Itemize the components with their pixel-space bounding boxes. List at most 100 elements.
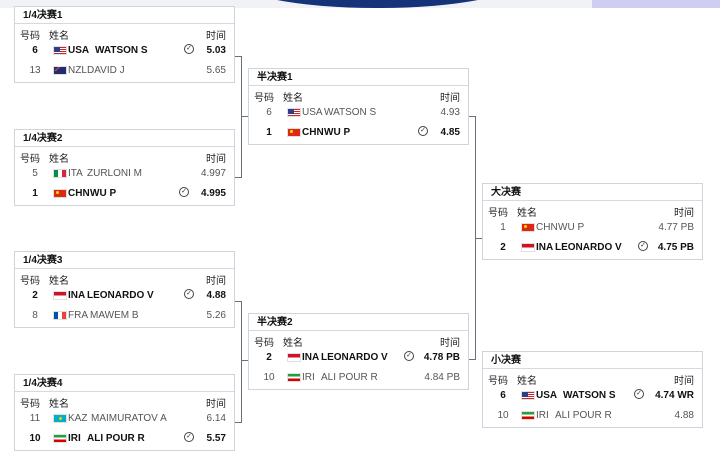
lane-number: 10	[29, 433, 41, 444]
bracket-card-sf2[interactable]: 半决赛2 号码 姓名 时间 2 INA LEONARDO V ✓ 4.78 PB…	[248, 313, 469, 390]
time-value: 4.995	[200, 188, 226, 199]
athlete-name: MAIMURATOV A	[91, 413, 167, 424]
lane-number: 2	[500, 242, 506, 253]
time-header: 时间	[206, 154, 226, 165]
time-header: 时间	[206, 276, 226, 287]
athlete-row[interactable]: 2 INA LEONARDO V ✓ 4.88	[15, 286, 234, 306]
athlete-row[interactable]: 1 CHN WU P ✓ 4.85	[249, 123, 468, 143]
lane-header: 号码	[20, 154, 40, 165]
time-value: 4.93	[440, 107, 460, 118]
lane-number: 11	[29, 413, 41, 424]
iri-flag-icon	[287, 373, 301, 382]
ita-flag-icon	[53, 169, 67, 178]
name-header: 姓名	[517, 208, 537, 219]
athlete-row[interactable]: 10 IRI ALI POUR R 4.88	[483, 406, 702, 426]
time-header: 时间	[674, 208, 694, 219]
usa-flag-icon	[521, 391, 535, 400]
lane-header: 号码	[20, 399, 40, 410]
time-value: 5.65	[206, 65, 226, 76]
usa-flag-icon	[53, 46, 67, 55]
bracket-card-qf3[interactable]: 1/4决赛3 号码 姓名 时间 2 INA LEONARDO V ✓ 4.88 …	[14, 251, 235, 328]
athlete-row[interactable]: 1 CHN WU P 4.77 PB	[483, 218, 702, 238]
nzl-flag-icon	[53, 66, 67, 75]
card-title: 半决赛2	[249, 314, 468, 331]
card-title: 1/4决赛1	[15, 7, 234, 24]
time-header: 时间	[674, 376, 694, 387]
bracket-card-qf2[interactable]: 1/4决赛2 号码 姓名 时间 5 ITA ZURLONI M 4.997 1 …	[14, 129, 235, 206]
column-header: 号码 姓名 时间	[15, 395, 234, 410]
card-title: 1/4决赛4	[15, 375, 234, 392]
country-code: CHN	[302, 127, 324, 138]
lane-header: 号码	[488, 376, 508, 387]
athlete-row[interactable]: 5 ITA ZURLONI M 4.997	[15, 164, 234, 184]
name-header: 姓名	[49, 31, 69, 42]
athlete-row[interactable]: 13 NZL DAVID J 5.65	[15, 61, 234, 81]
athlete-name: LEONARDO V	[321, 352, 388, 363]
lane-number: 6	[32, 45, 38, 56]
fra-flag-icon	[53, 311, 67, 320]
ina-flag-icon	[521, 243, 535, 252]
lane-header: 号码	[488, 208, 508, 219]
athlete-row[interactable]: 6 USA WATSON S ✓ 4.74 WR	[483, 386, 702, 406]
time-header: 时间	[206, 31, 226, 42]
athlete-name: ALI POUR R	[87, 433, 145, 444]
time-header: 时间	[440, 338, 460, 349]
athlete-row[interactable]: 8 FRA MAWEM B 5.26	[15, 306, 234, 326]
lane-number: 1	[500, 222, 506, 233]
lane-number: 2	[32, 290, 38, 301]
bracket-card-sf1[interactable]: 半决赛1 号码 姓名 时间 6 USA WATSON S 4.93 1 CHN …	[248, 68, 469, 145]
column-header: 号码 姓名 时间	[15, 272, 234, 287]
athlete-name: LEONARDO V	[87, 290, 154, 301]
athlete-name: ALI POUR R	[321, 372, 378, 383]
usa-flag-icon	[287, 108, 301, 117]
athlete-name: DAVID J	[87, 65, 125, 76]
bracket-card-qf1[interactable]: 1/4决赛1 号码 姓名 时间 6 USA WATSON S ✓ 5.03 13…	[14, 6, 235, 83]
athlete-name: WU P	[558, 222, 585, 233]
athlete-row[interactable]: 10 IRI ALI POUR R 4.84 PB	[249, 368, 468, 388]
card-title: 1/4决赛3	[15, 252, 234, 269]
athlete-name: WATSON S	[95, 45, 148, 56]
header-banner	[0, 0, 720, 8]
qualified-check-icon: ✓	[184, 44, 194, 54]
column-header: 号码 姓名 时间	[249, 334, 468, 349]
athlete-row[interactable]: 6 USA WATSON S ✓ 5.03	[15, 41, 234, 61]
lane-header: 号码	[254, 93, 274, 104]
iri-flag-icon	[521, 411, 535, 420]
country-code: USA	[536, 390, 558, 401]
qualified-check-icon: ✓	[418, 126, 428, 136]
country-code: ITA	[68, 168, 83, 179]
time-value: 4.78 PB	[423, 352, 460, 363]
iri-flag-icon	[53, 434, 67, 443]
name-header: 姓名	[283, 338, 303, 349]
lane-header: 号码	[20, 31, 40, 42]
country-code: USA	[68, 45, 90, 56]
time-value: 4.75 PB	[657, 242, 694, 253]
kaz-flag-icon	[53, 414, 67, 423]
time-header: 时间	[440, 93, 460, 104]
country-code: USA	[302, 107, 323, 118]
athlete-row[interactable]: 6 USA WATSON S 4.93	[249, 103, 468, 123]
athlete-name: ZURLONI M	[87, 168, 142, 179]
country-code: KAZ	[68, 413, 88, 424]
athlete-name: LEONARDO V	[555, 242, 622, 253]
qualified-check-icon: ✓	[634, 389, 644, 399]
athlete-name: WATSON S	[324, 107, 377, 118]
athlete-row[interactable]: 2 INA LEONARDO V ✓ 4.75 PB	[483, 238, 702, 258]
athlete-row[interactable]: 2 INA LEONARDO V ✓ 4.78 PB	[249, 348, 468, 368]
column-header: 号码 姓名 时间	[483, 204, 702, 219]
bracket-card-final[interactable]: 大决赛 号码 姓名 时间 1 CHN WU P 4.77 PB 2 INA LE…	[482, 183, 703, 260]
country-code: NZL	[68, 65, 87, 76]
bracket-card-qf4[interactable]: 1/4决赛4 号码 姓名 时间 11 KAZ MAIMURATOV A 6.14…	[14, 374, 235, 451]
athlete-row[interactable]: 11 KAZ MAIMURATOV A 6.14	[15, 409, 234, 429]
lane-number: 6	[266, 107, 272, 118]
time-value: 4.84 PB	[424, 372, 460, 383]
bracket-card-small-final[interactable]: 小决赛 号码 姓名 时间 6 USA WATSON S ✓ 4.74 WR 10…	[482, 351, 703, 428]
column-header: 号码 姓名 时间	[249, 89, 468, 104]
column-header: 号码 姓名 时间	[483, 372, 702, 387]
athlete-row[interactable]: 10 IRI ALI POUR R ✓ 5.57	[15, 429, 234, 449]
athlete-row[interactable]: 1 CHN WU P ✓ 4.995	[15, 184, 234, 204]
athlete-name: ALI POUR R	[555, 410, 612, 421]
banner-accent	[592, 0, 720, 8]
ina-flag-icon	[287, 353, 301, 362]
name-header: 姓名	[49, 276, 69, 287]
